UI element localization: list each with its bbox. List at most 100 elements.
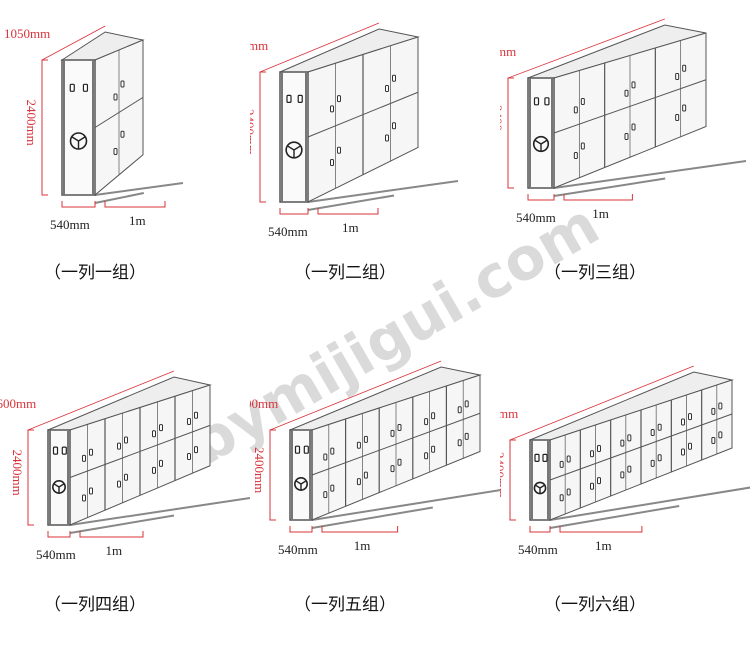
door-handle-icon bbox=[323, 491, 328, 499]
width-dimension-line bbox=[509, 365, 694, 441]
door-handle-icon bbox=[711, 407, 716, 415]
door-handle-icon bbox=[424, 418, 429, 426]
door-handle-icon bbox=[363, 435, 368, 443]
door-handle-icon bbox=[397, 424, 402, 432]
door-handle-icon bbox=[82, 454, 86, 462]
caption: （一列一组） bbox=[44, 263, 146, 283]
width-label: 2700mm bbox=[500, 44, 516, 59]
cabinet-panel-2: 2000mm2400mm540mm1m（一列二组） bbox=[250, 22, 459, 283]
end-panel-handle-icon bbox=[52, 446, 59, 455]
height-label: 2400mm bbox=[250, 109, 257, 155]
floor-track-icon bbox=[311, 506, 433, 529]
width-label: 2000mm bbox=[250, 38, 268, 53]
depth-label: 540mm bbox=[36, 547, 76, 562]
end-panel-handle-icon bbox=[303, 445, 309, 454]
door-handle-icon bbox=[688, 442, 692, 450]
door-handle-icon bbox=[124, 473, 128, 481]
height-dimension-line bbox=[41, 59, 48, 196]
door-handle-icon bbox=[457, 406, 462, 414]
height-label: 2400mm bbox=[252, 447, 267, 493]
end-panel-handle-icon bbox=[61, 446, 67, 455]
door-handle-icon bbox=[113, 93, 118, 101]
door-handle-icon bbox=[631, 81, 636, 89]
door-handle-icon bbox=[464, 432, 469, 440]
door-handle-icon bbox=[580, 142, 585, 150]
track-length-label: 1m bbox=[354, 538, 371, 553]
front-end-panel bbox=[289, 429, 313, 521]
end-panel-handle-icon bbox=[544, 97, 550, 106]
track-length-label: 1m bbox=[342, 220, 359, 235]
door-handle-icon bbox=[82, 494, 86, 502]
door-handle-icon bbox=[597, 477, 601, 485]
floor-track-icon bbox=[94, 192, 145, 204]
door-handle-icon bbox=[590, 482, 594, 490]
door-handle-icon bbox=[330, 484, 335, 492]
width-dimension-line bbox=[27, 370, 175, 431]
depth-dimension-line bbox=[529, 526, 551, 533]
door-handle-icon bbox=[681, 418, 685, 426]
floor-track-icon bbox=[549, 505, 680, 529]
track-length-label: 1m bbox=[129, 213, 146, 228]
door-handle-icon bbox=[681, 448, 685, 456]
door-handle-icon bbox=[424, 452, 429, 460]
door-handle-icon bbox=[566, 455, 571, 463]
door-handle-icon bbox=[718, 402, 723, 410]
door-handle-icon bbox=[330, 447, 335, 455]
door-handle-icon bbox=[711, 437, 716, 445]
door-handle-icon bbox=[120, 80, 125, 88]
door-handle-icon bbox=[650, 429, 655, 437]
floor-track-icon bbox=[311, 489, 500, 521]
door-handle-icon bbox=[620, 471, 625, 479]
width-label: 4500mm bbox=[250, 396, 278, 411]
floor-track-icon bbox=[549, 486, 750, 521]
door-handle-icon bbox=[356, 441, 361, 449]
door-handle-icon bbox=[337, 95, 341, 103]
height-label: 2400mm bbox=[500, 105, 505, 151]
door-handle-icon bbox=[464, 400, 469, 408]
end-panel-handle-icon bbox=[534, 453, 540, 463]
front-end-panel bbox=[47, 429, 71, 526]
caption: （一列三组） bbox=[544, 263, 646, 283]
door-handle-icon bbox=[89, 487, 93, 495]
height-dimension-line bbox=[27, 429, 34, 526]
door-handle-icon bbox=[392, 74, 396, 82]
door-handle-icon bbox=[573, 151, 578, 159]
door-handle-icon bbox=[390, 465, 395, 473]
door-handle-icon bbox=[120, 130, 125, 138]
door-handle-icon bbox=[682, 104, 687, 112]
door-handle-icon bbox=[675, 114, 680, 122]
floor-track-icon bbox=[307, 194, 395, 211]
door-handle-icon bbox=[624, 89, 629, 97]
door-handle-icon bbox=[559, 460, 564, 468]
depth-dimension-line bbox=[289, 526, 313, 533]
door-handle-icon bbox=[356, 478, 361, 486]
door-handle-icon bbox=[397, 458, 402, 466]
cabinet-panel-6: 5400mm2400mm540mm1m（一列六组） bbox=[500, 365, 750, 615]
depth-dimension-line bbox=[61, 201, 96, 208]
depth-label: 540mm bbox=[516, 210, 556, 225]
shelf-divider bbox=[69, 424, 211, 478]
door-handle-icon bbox=[187, 417, 191, 425]
door-handle-icon bbox=[152, 430, 156, 438]
door-handle-icon bbox=[187, 453, 191, 461]
door-handle-icon bbox=[431, 445, 436, 453]
height-label: 2400mm bbox=[10, 450, 25, 496]
door-handle-icon bbox=[385, 84, 389, 92]
depth-label: 540mm bbox=[278, 542, 318, 557]
track-length-label: 1m bbox=[592, 206, 609, 221]
door-handle-icon bbox=[590, 450, 594, 458]
door-handle-icon bbox=[392, 122, 396, 130]
height-dimension-line bbox=[507, 77, 514, 189]
width-label: 3600mm bbox=[0, 396, 36, 411]
door-handle-icon bbox=[457, 439, 462, 447]
end-panel-handle-icon bbox=[533, 97, 540, 106]
height-dimension-line bbox=[509, 439, 516, 521]
floor-track-icon bbox=[553, 177, 666, 197]
end-panel-handle-icon bbox=[286, 94, 292, 104]
end-panel-handle-icon bbox=[82, 83, 89, 92]
shelf-divider bbox=[307, 91, 419, 138]
caption: （一列二组） bbox=[294, 263, 396, 283]
door-handle-icon bbox=[363, 471, 368, 479]
